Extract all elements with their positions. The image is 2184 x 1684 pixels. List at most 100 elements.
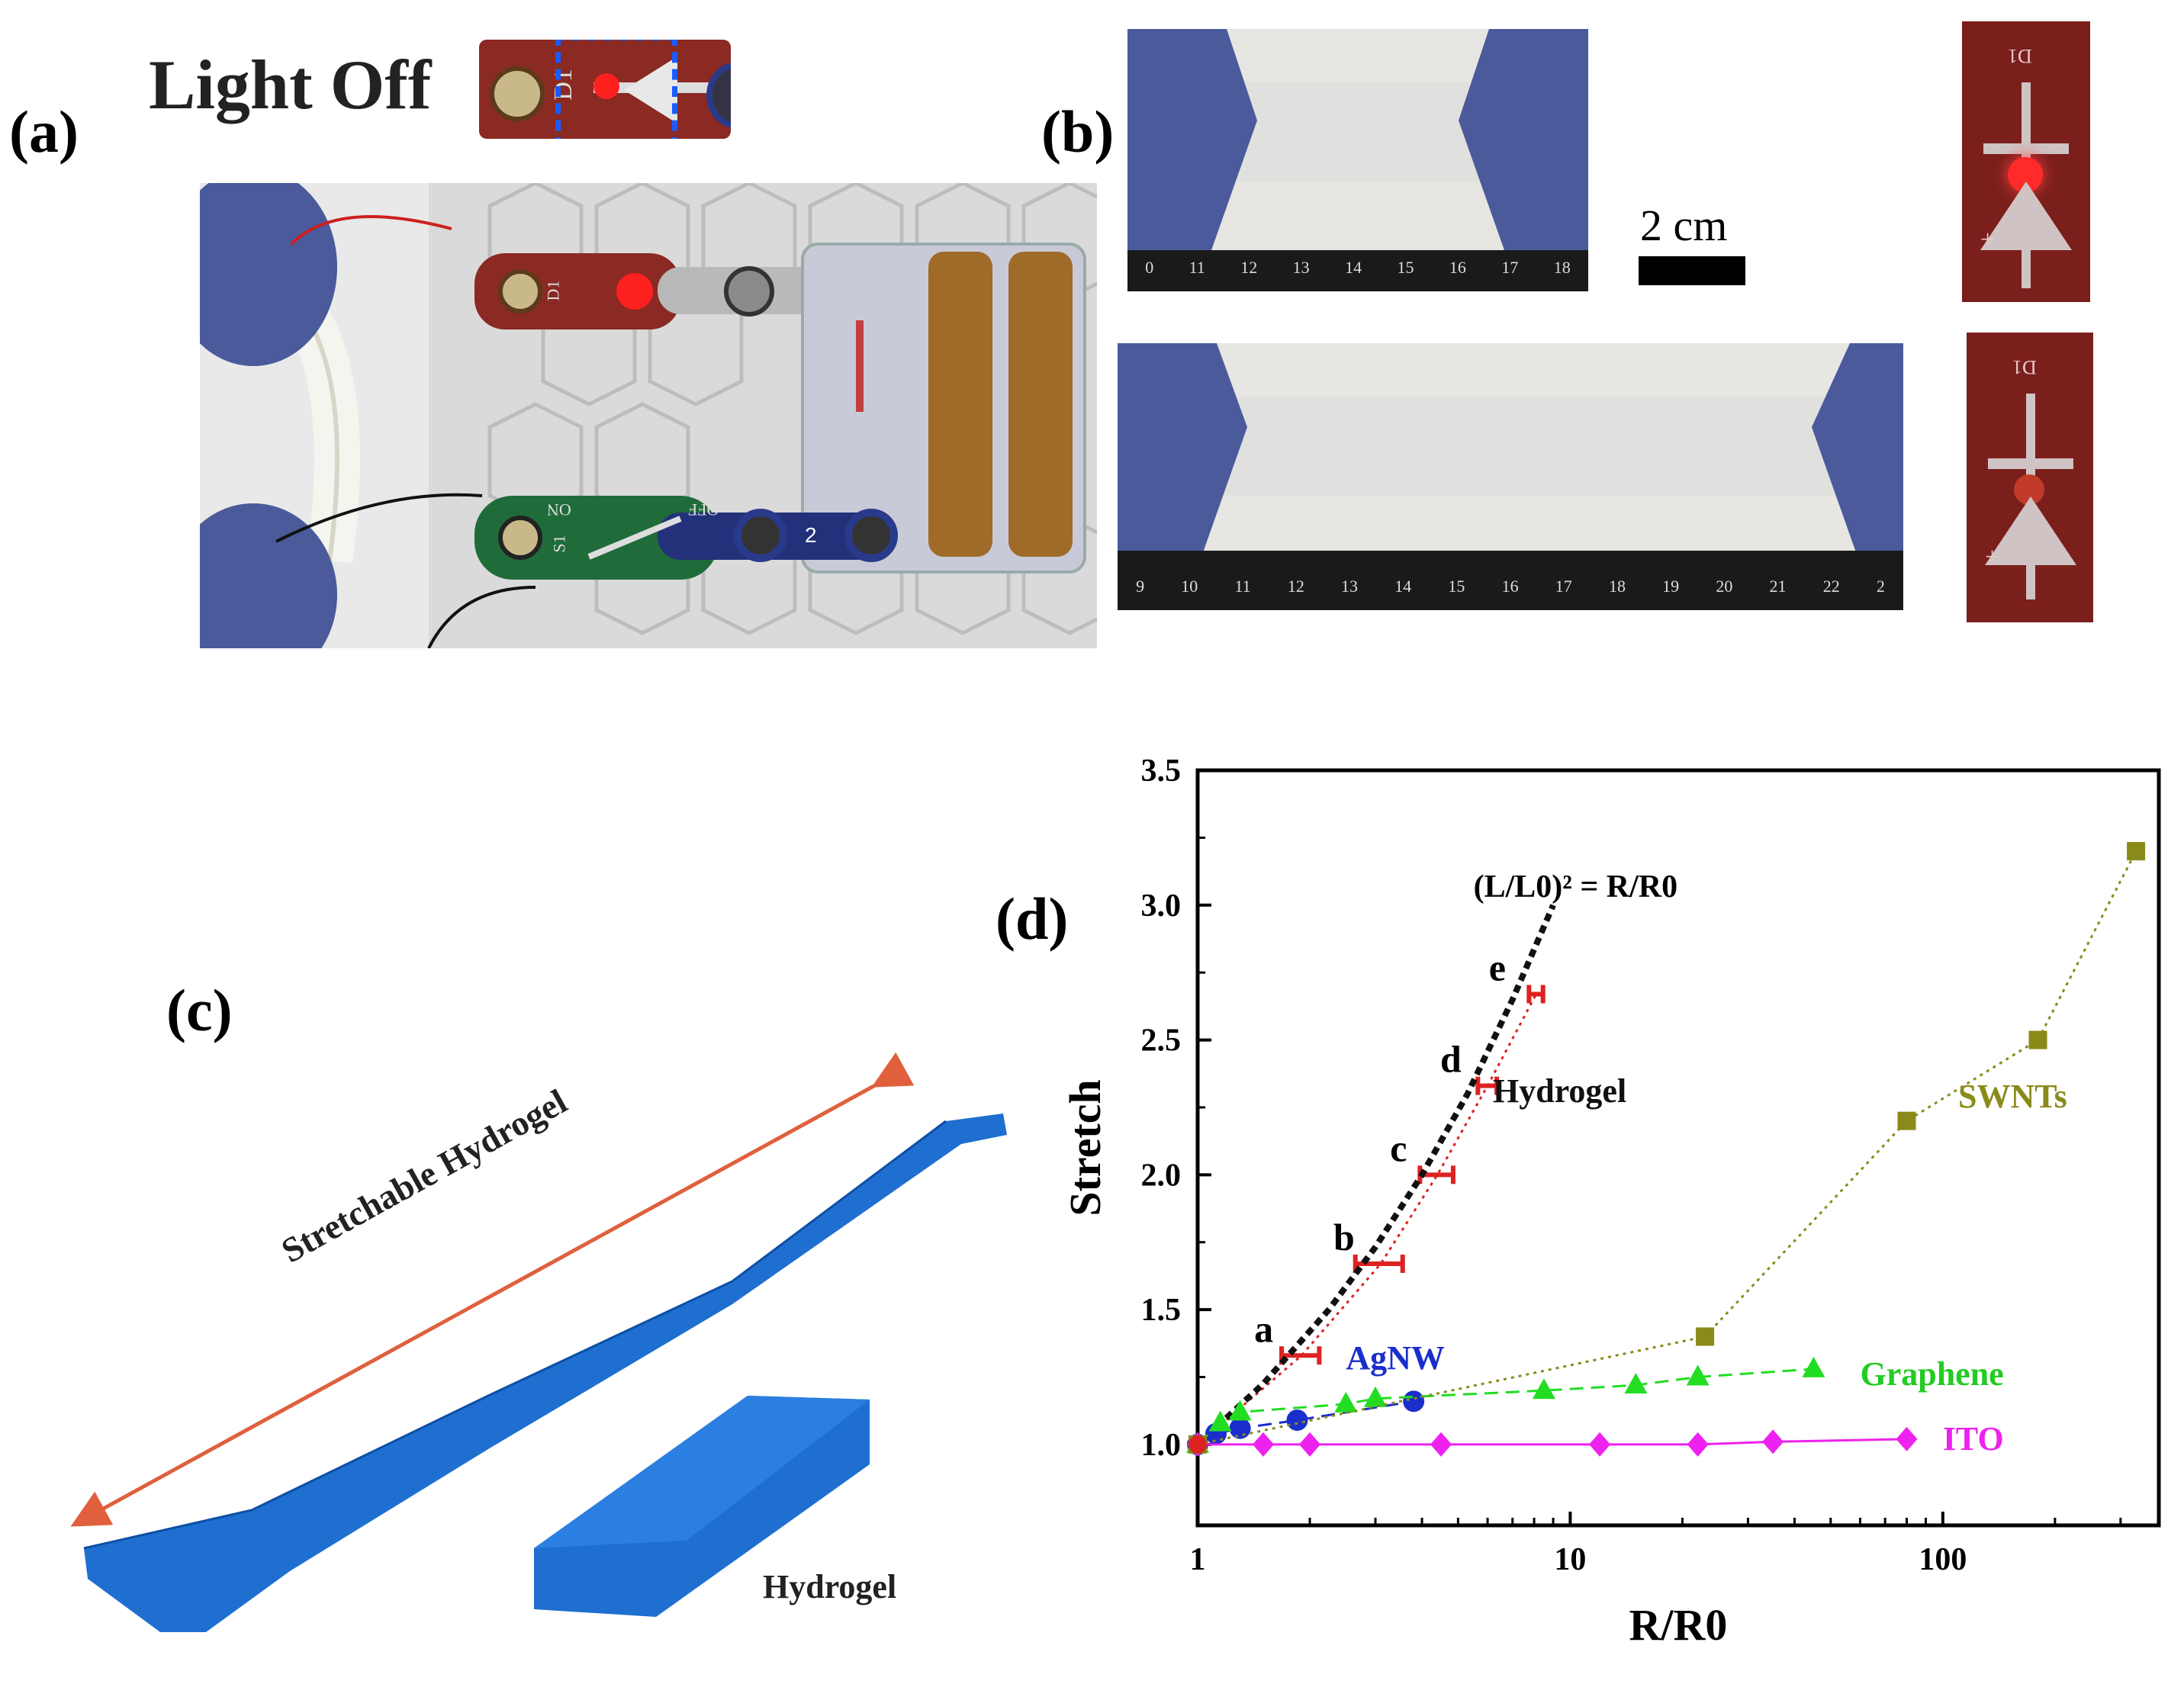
y-tick-label: 3.0 <box>1141 889 1182 924</box>
stretched-hydrogel-shape <box>84 1114 1007 1632</box>
series-line-swnts <box>1197 850 2137 1446</box>
hydrogel-block-label: Hydrogel <box>763 1568 897 1605</box>
scale-bar-label: 2 cm <box>1640 201 1728 250</box>
tick-label: 19 <box>1662 577 1680 596</box>
graphene-point <box>1228 1400 1252 1421</box>
graphene-series-label: Graphene <box>1860 1355 2003 1393</box>
x-tick-label: 10 <box>1554 1542 1586 1577</box>
snap-icon-right <box>706 63 731 128</box>
y-tick-label: 2.5 <box>1141 1024 1182 1059</box>
series-line-hydrogel <box>1197 993 1538 1446</box>
plus-icon: + <box>1980 226 1996 254</box>
ito-series-label: ITO <box>1943 1420 2004 1457</box>
switch-number: S1 <box>549 535 569 553</box>
tick-label: 17 <box>1501 258 1519 277</box>
battery-number: 2 <box>805 523 817 547</box>
unstretched-hydrogel-photo: 0 11 12 13 14 15 16 17 18 <box>1127 29 1588 291</box>
ito-point <box>1299 1432 1321 1457</box>
tick-label: 18 <box>1553 258 1571 277</box>
tick-label: 0 <box>1145 258 1154 277</box>
y-tick-label: 3.5 <box>1141 754 1182 789</box>
ruler-top-ticks: 0 11 12 13 14 15 16 17 18 <box>1127 258 1588 278</box>
ito-point <box>1253 1432 1275 1457</box>
led-red-dot <box>593 73 619 99</box>
tick-label: 17 <box>1555 577 1572 596</box>
module-label: D1 <box>2008 45 2032 67</box>
swnts-series-label: SWNTs <box>1958 1078 2067 1115</box>
led-module-photo-bright: D1 + <box>1962 21 2090 302</box>
tick-label: 20 <box>1716 577 1733 596</box>
ito-point <box>1896 1426 1918 1451</box>
point-letter-e: e <box>1489 946 1506 988</box>
tick-label: 14 <box>1394 577 1412 596</box>
swnts-point <box>2127 842 2146 861</box>
graphene-point <box>1334 1391 1358 1412</box>
agnw-point <box>1229 1417 1251 1439</box>
circuit-photo: ON OFF S1 D1 2 <box>200 183 1097 648</box>
plot-frame <box>1195 768 2161 1528</box>
graphene-point <box>1364 1386 1388 1407</box>
tick-label: 12 <box>1287 577 1304 596</box>
panel-a-label: (a) <box>9 98 79 165</box>
y-tick-label: 2.0 <box>1141 1158 1182 1193</box>
ito-point <box>1589 1432 1611 1457</box>
graphene-point <box>1802 1356 1825 1377</box>
point-letter-a: a <box>1254 1307 1273 1350</box>
diode-triangle-icon <box>1985 497 2076 565</box>
panel-c-label: (c) <box>166 977 233 1043</box>
tick-label: 10 <box>1181 577 1198 596</box>
agnw-point <box>1403 1390 1425 1412</box>
ito-point <box>1430 1432 1452 1457</box>
x-tick-label: 1 <box>1190 1542 1206 1577</box>
series-line-graphene <box>1196 1367 1814 1446</box>
plus-icon: + <box>1985 543 2000 571</box>
module-label: D1 <box>2012 356 2037 378</box>
tick-label: 16 <box>1449 258 1466 277</box>
x-tick-label: 100 <box>1919 1542 1967 1577</box>
hydrogel-series-label: Hydrogel <box>1493 1072 1626 1110</box>
led-bar <box>1988 458 2073 469</box>
led-module-inset: D1 <box>479 40 731 139</box>
tick-label: 15 <box>1397 258 1414 277</box>
stretched-hydrogel-photo: 9 10 11 12 13 14 15 16 17 18 19 20 21 22… <box>1118 343 1903 610</box>
diode-triangle-icon <box>1980 182 2072 250</box>
graphene-point <box>1624 1373 1648 1394</box>
light-off-caption: Light Off <box>149 46 432 124</box>
tick-label: 21 <box>1769 577 1787 596</box>
tick-label: 2 <box>1876 577 1885 596</box>
tick-label: 13 <box>1292 258 1310 277</box>
tick-label: 14 <box>1345 258 1362 277</box>
graphene-point <box>1686 1364 1710 1386</box>
swnts-point <box>1897 1111 1916 1130</box>
series-line-fit <box>1195 904 1556 1447</box>
hydrogel-illustration <box>70 1052 1007 1632</box>
tick-label: 13 <box>1341 577 1359 596</box>
panel-d-label: (d) <box>996 885 1069 952</box>
snap-icon <box>490 66 545 121</box>
led-bar <box>1983 143 2069 154</box>
origin-point <box>1188 1435 1207 1454</box>
equation-label: (L/L0)² = R/R0 <box>1474 869 1678 905</box>
tick-label: 11 <box>1188 258 1205 277</box>
ito-point <box>1762 1429 1784 1454</box>
switch-text-on: ON <box>547 500 571 519</box>
stretch-arrow <box>70 1052 915 1527</box>
x-axis-label: R/R0 <box>1629 1600 1728 1650</box>
agnw-point <box>1286 1409 1308 1432</box>
graphene-point <box>1208 1410 1232 1432</box>
selection-box <box>555 40 677 139</box>
swnts-point <box>1696 1327 1715 1346</box>
agnw-series-label: AgNW <box>1346 1339 1445 1377</box>
point-letter-c: c <box>1390 1126 1407 1169</box>
ito-point <box>1687 1432 1709 1457</box>
y-axis-label: Stretch <box>1060 1079 1110 1216</box>
tick-label: 12 <box>1240 258 1258 277</box>
switch-text-off: OFF <box>688 500 719 519</box>
point-letter-d: d <box>1440 1038 1462 1081</box>
tick-label: 11 <box>1234 577 1251 596</box>
tick-label: 22 <box>1822 577 1840 596</box>
tick-label: 16 <box>1501 577 1519 596</box>
tick-label: 9 <box>1136 577 1145 596</box>
tick-label: 18 <box>1608 577 1626 596</box>
